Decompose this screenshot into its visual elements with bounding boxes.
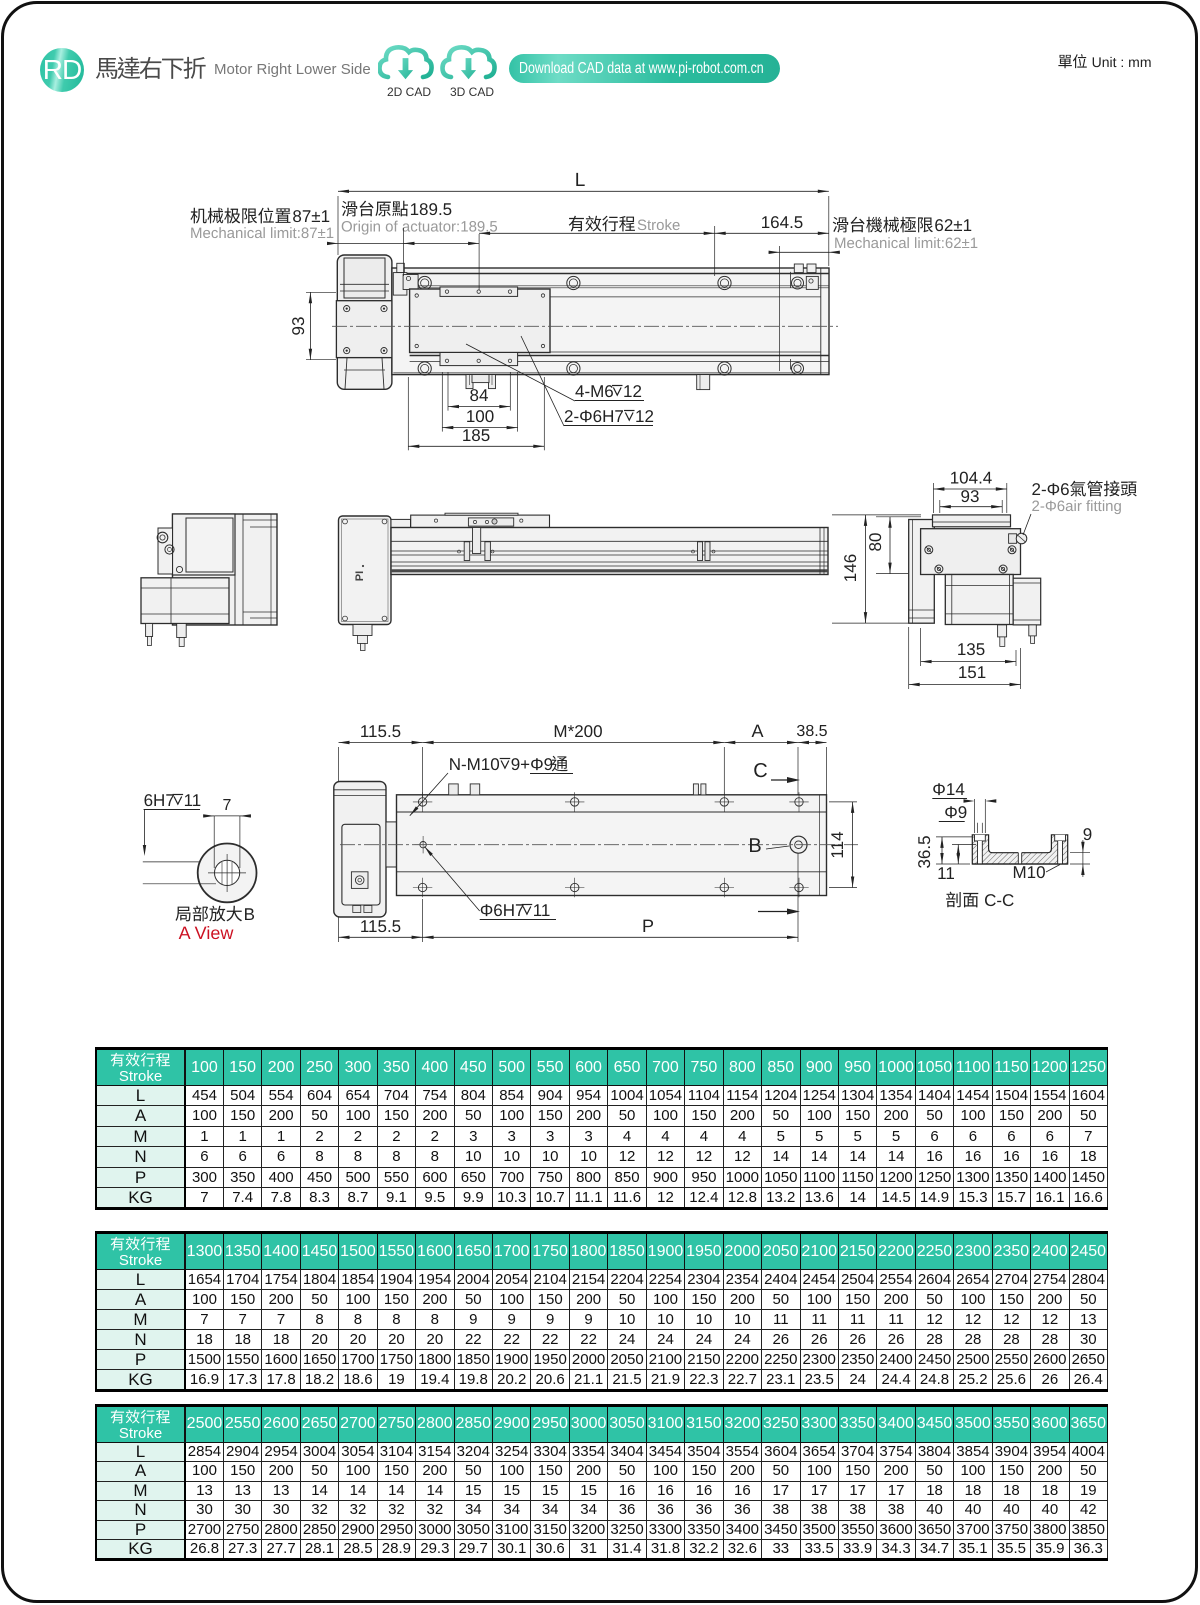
svg-text:M10: M10 [1012, 863, 1045, 882]
svg-text:7: 7 [223, 797, 232, 814]
svg-text:87±1: 87±1 [292, 207, 330, 226]
svg-text:93: 93 [961, 487, 980, 506]
svg-text:Φ14: Φ14 [932, 780, 964, 799]
svg-text:84: 84 [470, 386, 489, 405]
svg-text:38.5: 38.5 [796, 723, 827, 740]
svg-text:M*200: M*200 [553, 722, 602, 741]
svg-text:100: 100 [466, 407, 494, 426]
svg-text:Stroke: Stroke [637, 217, 680, 234]
svg-text:12: 12 [635, 407, 654, 426]
svg-text:B: B [244, 905, 255, 924]
svg-text:36.5: 36.5 [915, 835, 934, 868]
svg-text:Origin of actuator:189.5: Origin of actuator:189.5 [341, 219, 498, 236]
svg-text:2-Φ6H7: 2-Φ6H7 [564, 407, 624, 426]
svg-text:115.5: 115.5 [360, 722, 401, 741]
svg-text:9: 9 [1083, 825, 1092, 844]
svg-text:Φ9: Φ9 [944, 803, 967, 822]
svg-text:11: 11 [533, 901, 551, 920]
svg-text:A View: A View [179, 923, 235, 943]
svg-text:114: 114 [828, 831, 847, 858]
svg-text:11: 11 [937, 864, 955, 883]
svg-text:C: C [753, 760, 767, 782]
svg-text:62±1: 62±1 [934, 216, 972, 235]
svg-text:B: B [748, 835, 761, 857]
svg-text:L: L [575, 170, 586, 191]
svg-text:Mechanical limit:87±1: Mechanical limit:87±1 [190, 225, 334, 242]
svg-text:93: 93 [289, 317, 308, 336]
svg-text:Mechanical limit:62±1: Mechanical limit:62±1 [834, 235, 978, 252]
svg-text:185: 185 [462, 426, 490, 445]
svg-text:2-Φ6: 2-Φ6 [1032, 480, 1070, 499]
svg-text:P: P [642, 916, 654, 936]
svg-text:164.5: 164.5 [761, 213, 804, 232]
svg-text:Unit : mm: Unit : mm [1092, 54, 1152, 70]
svg-text:189.5: 189.5 [410, 200, 453, 219]
svg-text:12: 12 [623, 382, 642, 401]
svg-text:4-M6: 4-M6 [575, 382, 614, 401]
svg-text:2-Φ6air fitting: 2-Φ6air fitting [1032, 498, 1122, 515]
svg-text:115.5: 115.5 [360, 917, 401, 936]
svg-text:A: A [751, 721, 763, 741]
svg-text:80: 80 [866, 533, 885, 552]
svg-text:6H7: 6H7 [144, 791, 175, 810]
svg-text:104.4: 104.4 [950, 469, 993, 488]
svg-text:11: 11 [184, 791, 202, 810]
svg-text:N-M10: N-M10 [449, 755, 500, 774]
svg-text:Φ6H7: Φ6H7 [480, 901, 525, 920]
svg-text:9+Φ9: 9+Φ9 [511, 755, 553, 774]
svg-text:151: 151 [958, 663, 986, 682]
svg-text:146: 146 [841, 554, 860, 582]
svg-text:135: 135 [957, 640, 985, 659]
svg-text:C-C: C-C [984, 891, 1014, 910]
svg-text:PI: PI [354, 571, 366, 581]
